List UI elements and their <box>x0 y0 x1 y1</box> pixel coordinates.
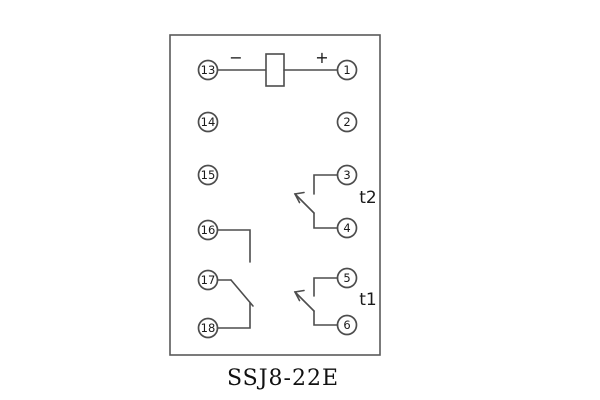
coil-circuit: − + <box>216 48 339 87</box>
wire-terminal-4 <box>313 212 339 229</box>
terminal-2 <box>336 111 358 133</box>
t2-contact-blade <box>294 193 315 214</box>
wire-terminal-18 <box>216 302 251 329</box>
terminal-16-label: 16 <box>201 223 216 237</box>
changeover-blade <box>230 279 254 307</box>
terminal-2-label: 2 <box>343 115 350 129</box>
terminal-4-label: 4 <box>343 221 350 235</box>
t1-delay-arrow-icon <box>293 289 305 302</box>
t1-contact-blade <box>294 291 315 312</box>
terminal-15-label: 15 <box>201 168 216 182</box>
terminal-5-label: 5 <box>343 271 350 285</box>
polarity-minus-label: − <box>229 48 242 67</box>
terminal-14-label: 14 <box>201 115 216 129</box>
terminal-15 <box>197 164 219 186</box>
coil-symbol <box>265 53 285 87</box>
t1-contact-group: t1 <box>293 277 377 326</box>
wire-terminal-6 <box>313 310 339 326</box>
terminal-14 <box>197 111 219 133</box>
wire-terminal-5 <box>313 277 339 297</box>
wire-terminal-16 <box>216 229 251 263</box>
terminal-1 <box>336 59 358 81</box>
t1-label: t1 <box>359 290 376 310</box>
changeover-contact-group <box>216 229 254 329</box>
terminal-17-label: 17 <box>201 273 216 287</box>
terminal-18-label: 18 <box>201 321 216 335</box>
left-terminals: 13 14 15 16 17 18 <box>197 59 219 339</box>
terminal-13-label: 13 <box>201 63 216 77</box>
t2-contact-group: t2 <box>293 174 377 229</box>
terminal-6-label: 6 <box>343 318 350 332</box>
terminal-3-label: 3 <box>343 168 350 182</box>
relay-case-outline <box>169 34 381 356</box>
terminal-1-label: 1 <box>343 63 350 77</box>
right-terminals: 1 2 3 4 5 6 <box>336 59 358 336</box>
t2-label: t2 <box>359 188 376 208</box>
terminal-13 <box>197 59 219 81</box>
polarity-plus-label: + <box>315 48 328 67</box>
t2-delay-arrow-icon <box>293 191 305 204</box>
diagram-caption: SSJ8-22E <box>227 366 339 391</box>
wire-terminal-3 <box>313 174 339 195</box>
